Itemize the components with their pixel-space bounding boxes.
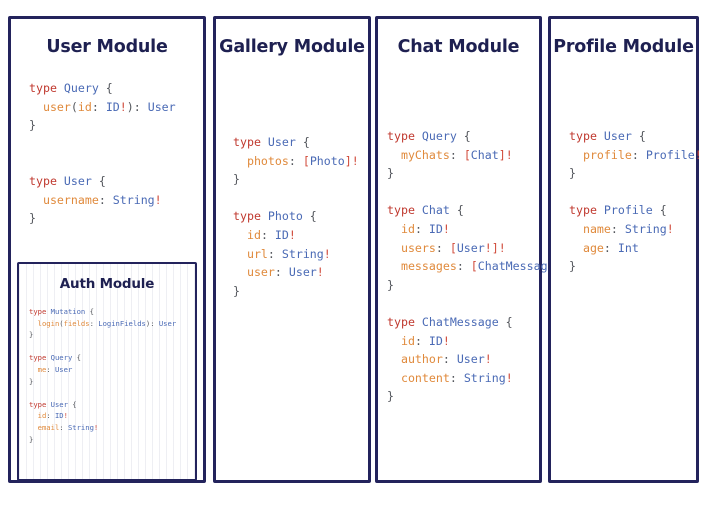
- module-title-profile: Profile Module: [553, 37, 694, 57]
- code-block-chat: type Query { myChats: [Chat]! } type Cha…: [387, 129, 569, 404]
- code-block-gallery: type User { photos: [Photo]! } type Phot…: [233, 135, 359, 298]
- module-card-auth[interactable]: Auth Module type Mutation { login(fields…: [17, 262, 197, 481]
- module-title-user: User Module: [46, 37, 168, 57]
- module-title-auth: Auth Module: [59, 276, 155, 292]
- module-card-gallery[interactable]: Gallery Module type User { photos: [Phot…: [213, 16, 371, 483]
- module-card-chat[interactable]: Chat Module type Query { myChats: [Chat]…: [375, 16, 569, 483]
- code-block-profile: type User { profile: Profile! } type Pro…: [569, 129, 702, 274]
- code-block-user: type Query { user(id: ID!): User } type …: [29, 81, 176, 226]
- module-title-chat: Chat Module: [397, 37, 520, 57]
- module-card-user[interactable]: User Module type Query { user(id: ID!): …: [8, 16, 206, 483]
- code-block-auth: type Mutation { login(fields: LoginField…: [29, 307, 177, 444]
- module-card-profile[interactable]: Profile Module type User { profile: Prof…: [548, 16, 702, 483]
- module-title-gallery: Gallery Module: [219, 37, 365, 57]
